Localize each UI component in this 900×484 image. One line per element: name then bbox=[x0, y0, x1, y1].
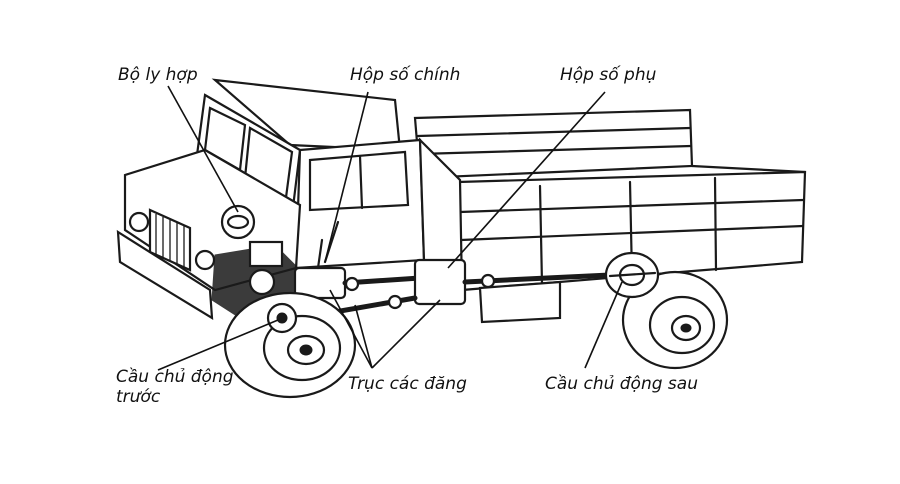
leader-shaft-2 bbox=[354, 304, 373, 369]
cargo-bed bbox=[413, 108, 807, 324]
label-clutch: Bộ ly hợp bbox=[118, 65, 198, 85]
label-main-gearbox: Hộp số chính bbox=[350, 65, 461, 85]
leader-shaft-3 bbox=[371, 299, 441, 369]
label-drive-shaft: Trục các đăng bbox=[348, 374, 467, 394]
front-wheel bbox=[223, 291, 357, 399]
leader-transfer-case bbox=[447, 91, 606, 269]
drivetrain bbox=[293, 220, 613, 321]
label-front-axle-line1: Cầu chủ động bbox=[116, 367, 234, 387]
label-front-axle-line2: trước bbox=[116, 387, 161, 407]
leader-rear-axle bbox=[584, 281, 623, 369]
label-rear-axle: Cầu chủ động sau bbox=[545, 374, 698, 394]
label-transfer-case: Hộp số phụ bbox=[560, 65, 657, 85]
leader-clutch bbox=[167, 85, 239, 213]
leader-lines bbox=[157, 85, 623, 371]
rear-wheel bbox=[604, 251, 729, 370]
leader-main-gearbox bbox=[324, 91, 369, 263]
leader-shaft-1 bbox=[329, 289, 373, 369]
transfer-case-shape bbox=[413, 258, 467, 306]
leader-front-axle bbox=[157, 319, 279, 371]
